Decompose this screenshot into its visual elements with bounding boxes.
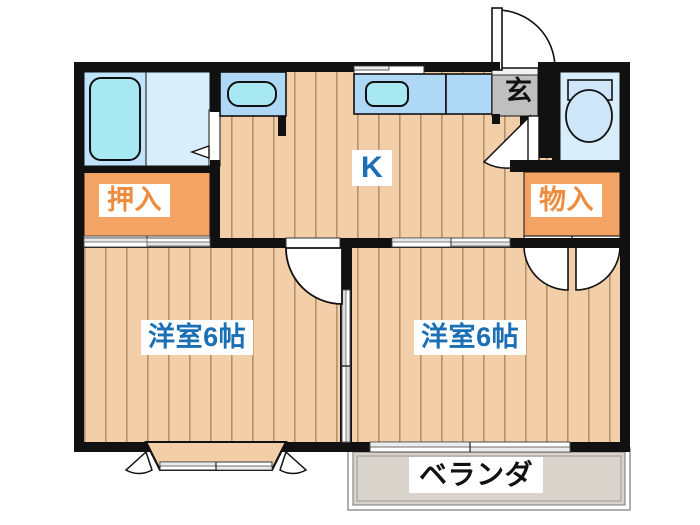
toilet-room bbox=[559, 71, 621, 165]
room-label-bedroom-left: 洋室6帖 bbox=[141, 320, 254, 355]
kitchen-sink-basin bbox=[365, 81, 409, 107]
closet-label-monoire: 物入 bbox=[531, 184, 603, 217]
bathtub-icon bbox=[89, 77, 141, 161]
room-label-kitchen: K bbox=[352, 150, 393, 186]
genkan-entrance bbox=[491, 67, 539, 117]
bedroom-right-sliding-door[interactable] bbox=[391, 237, 511, 248]
balcony-sliding-door[interactable] bbox=[369, 441, 571, 453]
bedroom-left-door[interactable] bbox=[285, 237, 343, 305]
bathroom-washroom bbox=[83, 71, 211, 167]
room-label-bedroom-right: 洋室6帖 bbox=[414, 320, 527, 355]
entrance-door[interactable] bbox=[491, 7, 556, 71]
genkan-label: 玄 bbox=[505, 76, 533, 106]
bay-window bbox=[124, 441, 308, 475]
toilet-bowl bbox=[565, 89, 613, 143]
kitchen-counter bbox=[353, 65, 493, 115]
washbasin bbox=[219, 71, 287, 136]
closet-label-oshiire: 押入 bbox=[99, 184, 171, 217]
room-partition[interactable] bbox=[341, 289, 351, 443]
kitchen-worktop bbox=[445, 73, 493, 115]
bedroom-left-sliding-door[interactable] bbox=[83, 237, 211, 248]
veranda-label: ベランダ bbox=[409, 457, 544, 493]
